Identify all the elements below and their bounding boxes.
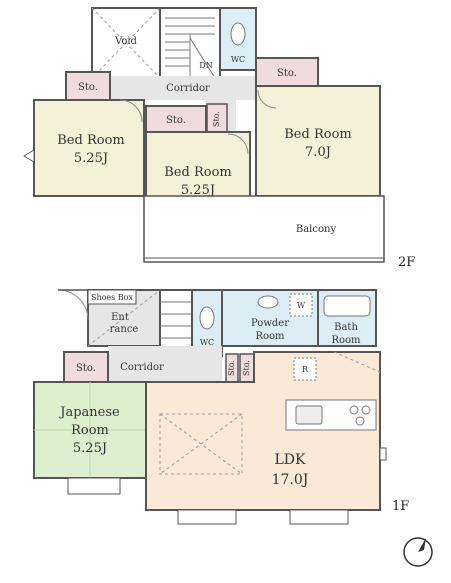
shoes-box-label: Shoes Box (91, 293, 134, 302)
bedroom-2f-right-name: Bed Room (284, 127, 351, 142)
storage-1f-b-label: Sto. (242, 360, 251, 376)
void-label: Void (114, 36, 138, 47)
bedroom-2f-left (33, 99, 145, 197)
floor-2f: Void DN WC Corridor Sto. Bed Room 5.25J … (23, 7, 415, 270)
floor-1f-label: 1F (392, 499, 409, 514)
corridor-1f-label: Corridor (120, 362, 164, 373)
ldk-window-side (379, 447, 387, 461)
powder-room-label-1: Powder (251, 318, 289, 329)
bedroom-2f-mid-name: Bed Room (164, 165, 231, 180)
storage-2f-right-label: Sto. (277, 68, 297, 79)
entrance-label-2: rance (110, 324, 139, 335)
balcony-label: Balcony (296, 224, 337, 235)
storage-2f-mid-label: Sto. (166, 115, 186, 126)
bath-room-label-1: Bath (334, 322, 358, 333)
sink-icon (295, 405, 323, 425)
storage-2f-left-label: Sto. (78, 82, 98, 93)
bathtub-icon (323, 295, 371, 317)
storage-2f-small-label: Sto. (212, 111, 221, 127)
door-swing (257, 89, 277, 109)
bath-room-label-2: Room (331, 335, 361, 346)
door-swing (227, 133, 249, 155)
wc-1f-label: WC (200, 338, 214, 347)
ldk-ceiling-void (159, 413, 243, 475)
powder-room-label-2: Room (255, 331, 285, 342)
storage-1f-left-label: Sto. (76, 363, 96, 374)
shoes-box (87, 289, 137, 305)
washer-label: W (297, 301, 306, 310)
storage-2f-right (255, 57, 319, 87)
storage-2f-mid (145, 105, 207, 133)
fridge-label: R (302, 365, 309, 374)
floor-2f-label: 2F (398, 255, 415, 270)
toilet-icon (230, 22, 246, 46)
bedroom-2f-left-size: 5.25J (74, 151, 108, 166)
entrance-label-1: Ent (111, 312, 129, 323)
japanese-room-window (67, 477, 121, 495)
stove-icon (349, 405, 371, 426)
japanese-room-name-2: Room (71, 423, 109, 438)
floor-1f: Shoes Box Ent rance UP WC W Powder Room … (33, 289, 409, 525)
stairs-down-label: DN (199, 61, 212, 70)
washer-icon (289, 293, 313, 317)
fridge-icon (293, 357, 317, 381)
balcony (143, 195, 385, 263)
toilet-icon (199, 306, 215, 330)
ldk-name: LDK (275, 452, 307, 468)
wc-1f (191, 289, 223, 357)
wc-2f-label: WC (231, 55, 245, 64)
bedroom-2f-left-name: Bed Room (57, 133, 124, 148)
japanese-room-name-1: Japanese (58, 405, 120, 420)
bedroom-2f-right-size: 7.0J (305, 145, 331, 160)
ldk-size: 17.0J (272, 472, 309, 488)
entrance-door-swing (57, 289, 89, 321)
corridor-1f (108, 346, 222, 382)
storage-1f-left (63, 351, 109, 383)
storage-1f-a-label: Sto. (227, 360, 236, 376)
storage-2f-left (65, 71, 111, 101)
sink-icon (257, 295, 279, 309)
bedroom-2f-right (255, 85, 381, 197)
north-arrow-icon (403, 537, 433, 567)
ldk-window-left (177, 509, 237, 525)
door-swing (119, 99, 143, 123)
stairs-1f (159, 289, 193, 357)
japanese-room-size: 5.25J (73, 441, 107, 456)
corridor-2f-label: Corridor (166, 83, 210, 94)
bedroom-2f-mid-size: 5.25J (181, 183, 215, 198)
ldk-window-right (289, 509, 349, 525)
corridor-2f (110, 76, 256, 100)
ldk (145, 351, 381, 511)
